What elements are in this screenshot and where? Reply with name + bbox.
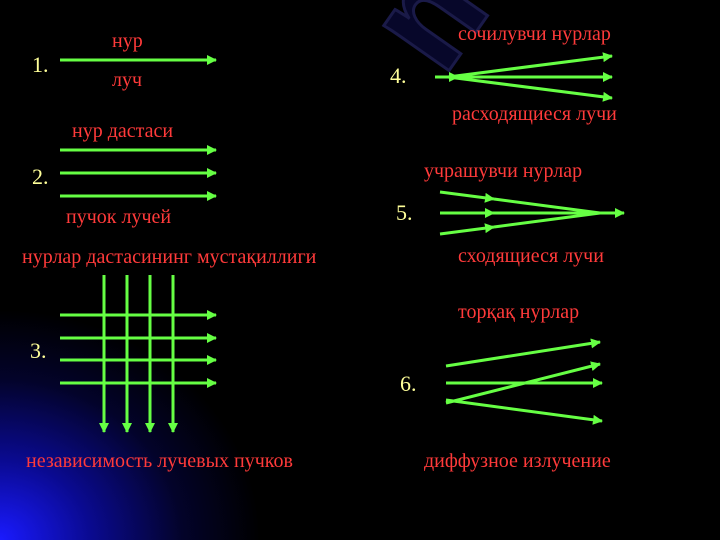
item-2-number: 2. [32,164,49,189]
item-3-uz-label: нурлар дастасининг мустақиллиги [22,246,317,268]
item-2-uz-label: нур дастаси [72,120,174,142]
item-5-ru-label: сходящиеся лучи [458,245,604,267]
item-1-uz-label: нур [112,30,143,52]
item-6-ru-label: диффузное излучение [424,450,611,472]
diffuse-ray-4 [445,398,603,425]
converging-line-1 [493,197,601,215]
diverging-ray-1 [447,52,613,79]
item-6-number: 6. [400,371,417,396]
item-5-uz-label: учрашувчи нурлар [424,160,583,182]
item-1-number: 1. [32,52,49,77]
item-6-uz-label: торқақ нурлар [458,301,580,323]
converging-ray-3 [439,223,495,236]
diverging-ray-3 [447,75,613,102]
item-2-ru-label: пучок лучей [66,206,172,228]
item-4-uz-label: сочилувчи нурлар [458,23,611,45]
converging-ray-1 [439,190,495,203]
item-1-ru-label: луч [112,69,143,91]
item-4-number: 4. [390,63,407,88]
item-3-ru-label: независимость лучевых пучков [26,450,293,472]
diffuse-ray-1 [445,338,601,368]
converging-line-3 [493,211,601,229]
item-3-number: 3. [30,338,47,363]
item-4-ru-label: расходящиеся лучи [452,103,617,125]
item-5-number: 5. [396,200,413,225]
